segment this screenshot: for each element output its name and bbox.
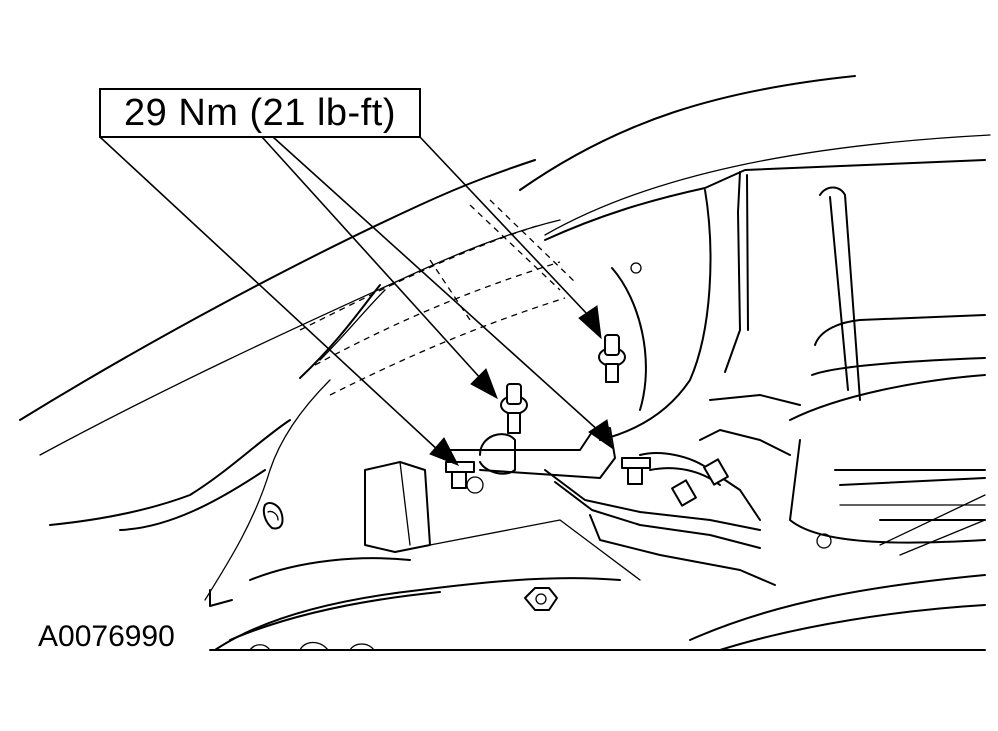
bolt-3 [598, 334, 626, 383]
leader-arrowheads [429, 305, 613, 466]
body-outline [19, 75, 991, 607]
arrowhead-3 [588, 419, 613, 450]
torque-callout: 29 Nm (21 lb-ft) [99, 88, 421, 138]
bolt-4 [621, 457, 651, 485]
figure-id: A0076990 [38, 620, 175, 653]
arrowhead-2 [470, 368, 498, 400]
bolt-2 [500, 383, 528, 434]
arrowhead-1 [429, 437, 460, 466]
leader-lines [99, 136, 601, 453]
bolt-1 [445, 461, 475, 489]
window-frame [544, 159, 986, 556]
torque-label: 29 Nm (21 lb-ft) [124, 91, 396, 134]
bracket-assembly [262, 394, 801, 586]
floor-outline [209, 519, 986, 651]
arrowhead-4 [578, 305, 602, 340]
